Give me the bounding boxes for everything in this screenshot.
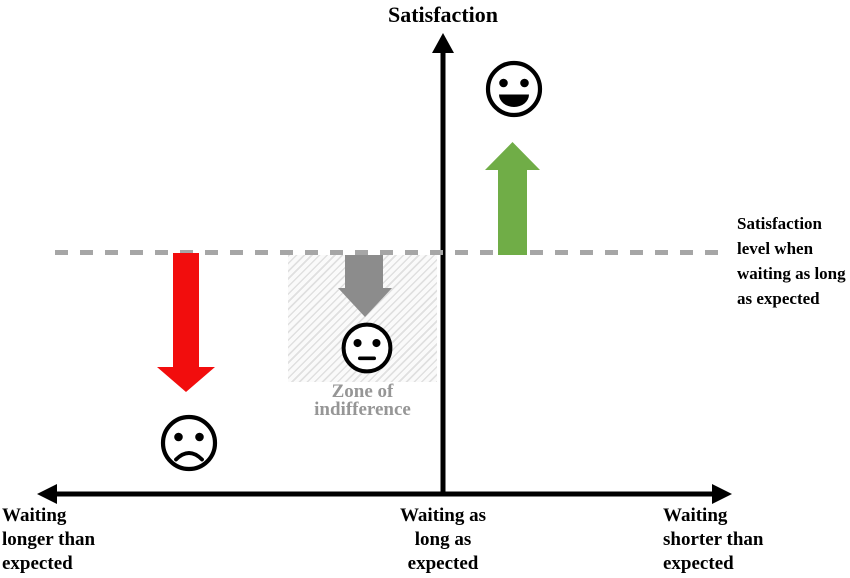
x-axis-label-shorter: Waiting shorter than expected <box>663 505 764 574</box>
green-up-arrow-icon <box>485 142 540 255</box>
x-axis-line-icon <box>37 484 732 504</box>
red-down-arrow-icon <box>157 253 215 392</box>
happy-face-icon <box>485 60 543 118</box>
gray-down-arrow-icon <box>338 255 392 317</box>
sad-face-icon <box>160 414 218 472</box>
reference-line-label: Satisfaction level when waiting as long … <box>737 214 846 308</box>
zone-of-indifference-label: Zone of indifference <box>314 381 411 420</box>
reference-dashed-line <box>55 250 728 255</box>
x-axis-label-longer: Waiting longer than expected <box>2 505 96 574</box>
x-axis-label-as-expected: Waiting as long as expected <box>399 505 487 574</box>
neutral-face-icon <box>341 322 393 374</box>
y-axis-title: Satisfaction <box>388 2 498 27</box>
